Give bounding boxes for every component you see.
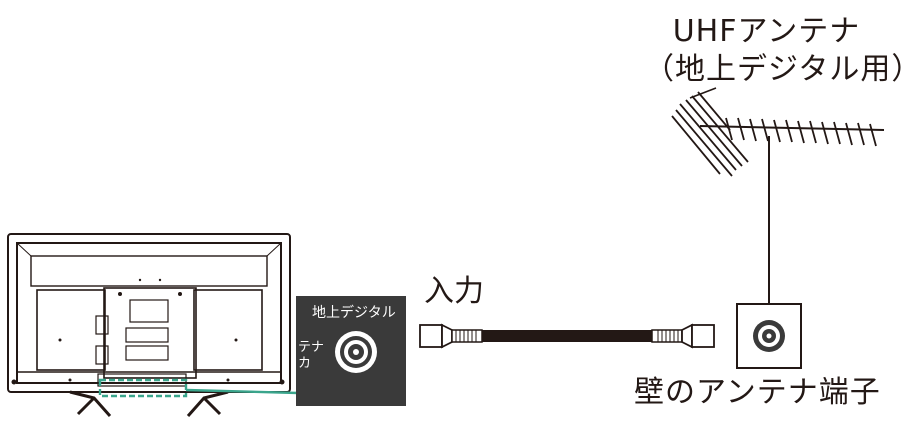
coaxial-cable <box>419 323 715 349</box>
antenna-title-line2: （地上デジタル用） <box>644 52 904 87</box>
terminal-highlight-box <box>98 378 188 398</box>
tv-screw-dots <box>11 278 285 385</box>
uhf-antenna <box>671 87 885 304</box>
panel-digital-label: 地上デジタル <box>312 305 396 321</box>
zoom-callout-line <box>185 388 299 395</box>
wall-outlet-label: 壁のアンテナ端子 <box>634 375 881 410</box>
panel-antenna-label-1: テナ <box>298 340 325 355</box>
antenna-title-line1: UHFアンテナ <box>672 14 861 49</box>
antenna-input-jack <box>335 331 377 373</box>
tv-rear-illustration <box>7 233 291 417</box>
wall-antenna-outlet <box>736 303 802 369</box>
cable-input-label: 入力 <box>424 274 484 309</box>
panel-antenna-label-2: カ <box>298 356 312 371</box>
